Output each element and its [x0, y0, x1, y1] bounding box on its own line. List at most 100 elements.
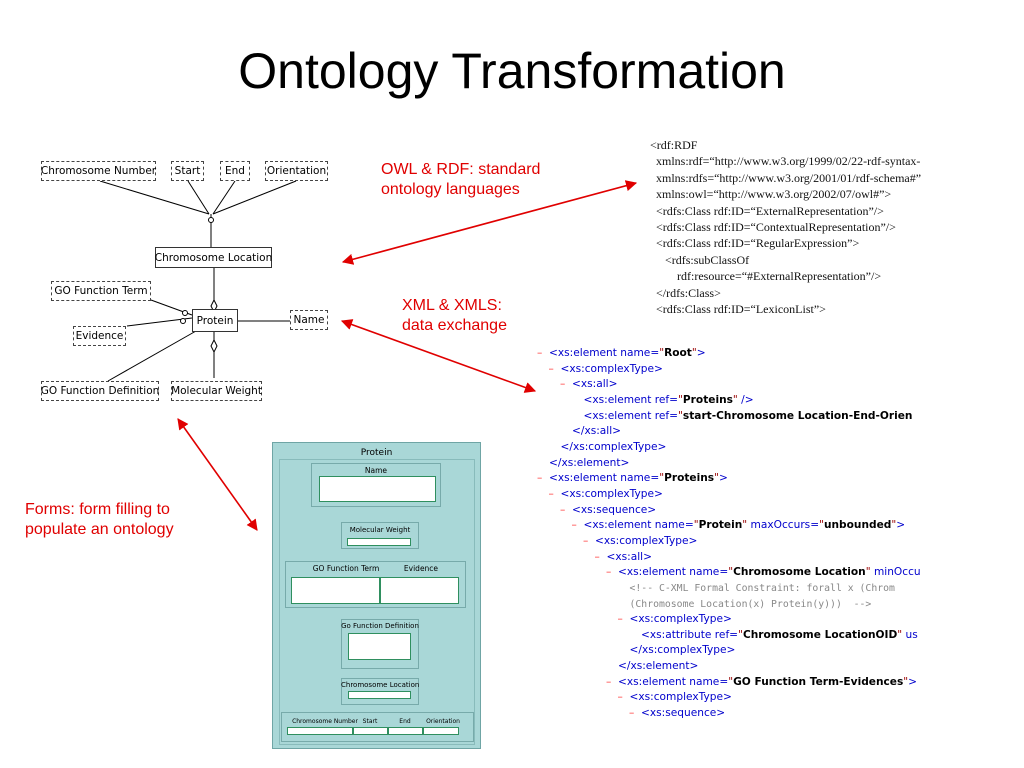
xsd-token: "	[691, 347, 697, 359]
xsd-token: "	[678, 409, 683, 422]
orientation-cell[interactable]	[423, 727, 459, 735]
molecular-weight-box: Molecular Weight	[171, 381, 262, 401]
collapse-marker[interactable]: –	[548, 487, 554, 500]
go-function-term-input[interactable]	[291, 577, 380, 604]
xsd-token: "	[897, 628, 903, 641]
go-function-definition-label: Go Function Definition	[341, 622, 419, 630]
xsd-token: </xs:element>	[549, 456, 630, 469]
rdf-line: <rdf:RDF	[650, 138, 698, 152]
collapse-marker[interactable]: –	[537, 347, 543, 359]
evidence-input[interactable]	[380, 577, 459, 604]
rdf-line: <rdfs:Class rdf:ID=“ContextualRepresenta…	[650, 220, 896, 235]
orientation-col: Orientation	[426, 718, 460, 725]
xsd-token: Proteins	[664, 472, 715, 485]
rdf-line: <rdfs:subClassOf	[650, 252, 750, 267]
xsd-token: </xs:complexType>	[560, 440, 667, 453]
xsd-token: <xs:sequence>	[641, 707, 726, 720]
go-function-definition-input[interactable]	[348, 633, 411, 660]
collapse-marker[interactable]: –	[537, 472, 543, 485]
owl-rdf-note-line1: OWL & RDF: standard	[381, 161, 541, 178]
xsd-line: <xs:attribute ref="Chromosome LocationOI…	[537, 628, 928, 644]
end-col: End	[399, 718, 411, 725]
collapse-marker[interactable]: –	[606, 566, 612, 579]
collapse-marker[interactable]: –	[606, 675, 612, 688]
xsd-token: <xs:attribute ref=	[641, 628, 739, 641]
xsd-token: <xs:element name=	[549, 347, 660, 359]
name-box: Name	[290, 310, 328, 330]
xsd-token: Chromosome Location	[733, 566, 866, 579]
xsd-token: "	[742, 519, 748, 532]
xsd-token: <xs:complexType>	[560, 487, 663, 500]
xsd-token: Proteins	[682, 393, 733, 406]
xsd-token: >	[718, 472, 728, 485]
rdf-line: <rdfs:Class rdf:ID=“ExternalRepresentati…	[650, 203, 884, 218]
xsd-token: <xs:element name=	[618, 566, 729, 579]
xsd-token: <xs:complexType>	[629, 613, 732, 626]
xsd-line: –<xs:element name="Chromosome Location" …	[537, 565, 928, 581]
collapse-marker[interactable]: –	[560, 378, 566, 391]
protein-box: Protein	[192, 309, 238, 332]
go-function-term-box: GO Function Term	[51, 281, 151, 301]
rdf-code-block: <rdf:RDF xmlns:rdf=“http://www.w3.org/19…	[650, 137, 950, 319]
xsd-token: <xs:element name=	[549, 472, 660, 485]
xsd-token: </xs:all>	[572, 425, 622, 438]
xml-xmls-note: XML & XMLS: data exchange	[402, 296, 507, 336]
xsd-token: <!-- C-XML Formal Constraint: forall x (…	[629, 582, 895, 594]
collapse-marker[interactable]: –	[617, 613, 623, 626]
rdf-line: <rdfs:subClassOf	[650, 317, 950, 319]
collapse-marker[interactable]: –	[548, 362, 554, 375]
collapse-marker[interactable]: –	[571, 519, 577, 532]
start-cell[interactable]	[353, 727, 388, 735]
go-function-term-label: GO Function Term	[312, 564, 380, 573]
molecular-weight-input[interactable]	[347, 538, 411, 546]
xsd-token: <xs:element name=	[618, 675, 729, 688]
xsd-token: (Chromosome Location(x) Protein(y))) -->	[629, 598, 872, 610]
xsd-token: us	[902, 628, 918, 641]
xsd-token: "	[728, 566, 734, 579]
slide-title: Ontology Transformation	[238, 43, 786, 99]
xsd-token: start-Chromosome Location-End-Orien	[682, 409, 913, 422]
owl-rdf-note-line2: ontology languages	[381, 181, 520, 198]
xsd-line: –<xs:complexType>	[537, 612, 928, 628]
xsd-token: <xs:element ref=	[583, 409, 679, 422]
xsd-line: </xs:complexType>	[537, 440, 928, 456]
collapse-marker[interactable]: –	[629, 707, 635, 720]
xsd-line: –<xs:element name="Proteins">	[537, 471, 928, 487]
xsd-token: "	[738, 628, 743, 641]
xsd-token: Protein	[698, 519, 743, 532]
xsd-line: <xs:element ref="start-Chromosome Locati…	[537, 409, 928, 425]
rdf-line: </rdfs:Class>	[650, 285, 721, 300]
collapse-marker[interactable]: –	[617, 691, 623, 704]
protein-form: Protein Name Molecular Weight GO Functio…	[272, 442, 481, 749]
collapse-marker[interactable]: –	[560, 503, 566, 516]
name-label: Name	[364, 466, 388, 475]
xsd-token: "	[891, 519, 897, 532]
rdf-line: <rdfs:Class rdf:ID=“LexiconList”>	[650, 302, 826, 317]
end-cell[interactable]	[388, 727, 423, 735]
collapse-marker[interactable]: –	[594, 550, 600, 563]
xsd-token: "	[728, 675, 734, 688]
chromosome-location-input[interactable]	[348, 691, 411, 699]
forms-note: Forms: form filling to populate an ontol…	[25, 500, 174, 540]
form-title: Protein	[360, 448, 393, 458]
rdf-line: xmlns:rdf=“http://www.w3.org/1999/02/22-…	[650, 154, 921, 169]
chromosome-number-cell[interactable]	[287, 727, 353, 735]
xml-xmls-note-line1: XML & XMLS:	[402, 297, 502, 314]
rdf-line: <rdfs:Class rdf:ID=“RegularExpression”>	[650, 236, 860, 251]
go-function-definition-box: GO Function Definition	[41, 381, 159, 401]
xsd-token: <xs:all>	[572, 378, 618, 391]
xsd-line: –<xs:all>	[537, 377, 928, 393]
xsd-line: –<xs:complexType>	[537, 534, 928, 550]
xsd-token: <xs:complexType>	[595, 534, 698, 547]
xsd-token: <xs:complexType>	[560, 362, 663, 375]
xsd-line: <!-- C-XML Formal Constraint: forall x (…	[537, 581, 928, 597]
xsd-line: </xs:element>	[537, 456, 928, 472]
chromosome-number-col: Chromosome Number	[292, 718, 358, 725]
collapse-marker[interactable]: –	[583, 534, 589, 547]
start-col: Start	[362, 718, 378, 725]
evidence-box: Evidence	[73, 326, 126, 346]
name-input[interactable]	[319, 476, 436, 502]
xsd-line: –<xs:complexType>	[537, 487, 928, 503]
xsd-line: –<xs:sequence>	[537, 503, 928, 519]
xsd-token: "	[865, 566, 871, 579]
